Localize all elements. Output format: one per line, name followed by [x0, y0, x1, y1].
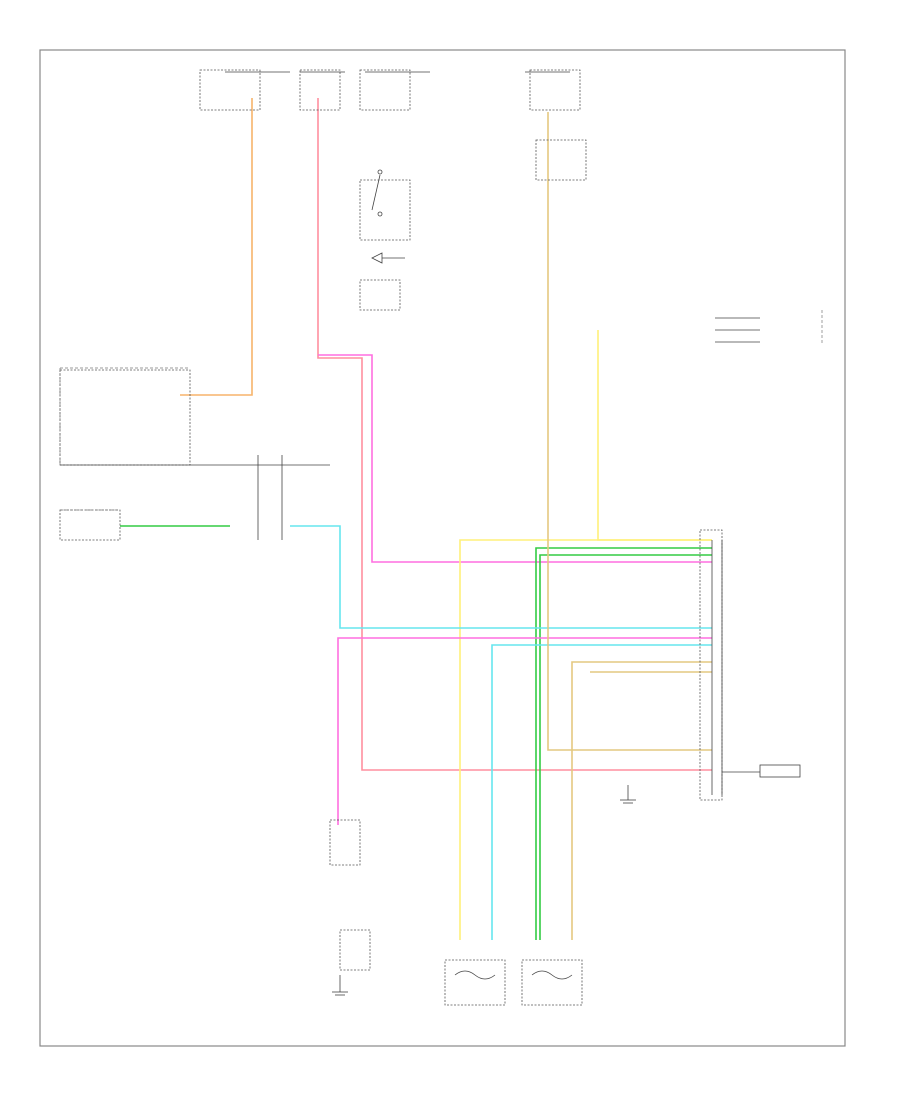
magenta-brake-switch: [337, 637, 712, 825]
fuse-block-mid: [299, 69, 341, 111]
green-right-sensor-b: [539, 554, 712, 940]
instrument-cluster: [59, 369, 191, 466]
tan-ignition-feed: [547, 112, 712, 751]
pink-fuse-feed: [317, 98, 712, 771]
cyan-data-line: [290, 525, 712, 629]
green-right-sensor: [535, 547, 712, 940]
ecm-pin-marks: [711, 540, 723, 795]
ignition-relay-block: [535, 139, 587, 181]
tan-right-sensor: [571, 661, 712, 940]
orange-power-feed: [180, 98, 253, 396]
pink-magenta-branch: [318, 354, 712, 563]
fuse-block-left: [199, 69, 261, 111]
fuse-block-far-right: [529, 69, 581, 111]
brake-pedal-switch: [329, 819, 361, 866]
ecm-connector-block: [699, 529, 723, 801]
rear-connector: [339, 929, 371, 971]
lamp-module: [59, 509, 121, 541]
wires-layer: [120, 98, 712, 940]
left-wheel-sensor: [444, 959, 506, 1006]
components-layer: [59, 69, 723, 1006]
yellow-left-sensor: [459, 539, 712, 940]
yellow-ecm-feed: [597, 330, 712, 541]
connector-c1: [359, 279, 401, 311]
right-wheel-sensor: [521, 959, 583, 1006]
cyan-left-sensor: [491, 644, 712, 940]
fuse-block-right: [359, 69, 411, 111]
static-details: [59, 71, 823, 996]
diagram-frame: [39, 49, 846, 1047]
brake-switch-upper: [359, 179, 411, 241]
